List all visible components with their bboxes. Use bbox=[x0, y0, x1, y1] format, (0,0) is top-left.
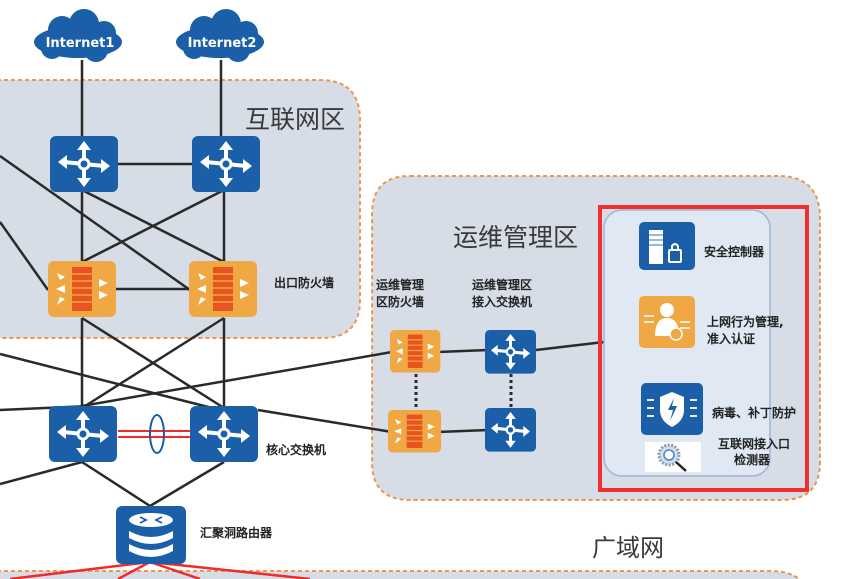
core-switch-label: 核心交换机 bbox=[266, 442, 326, 457]
link-offscreen-core2 bbox=[0, 352, 221, 412]
wan-links bbox=[9, 560, 311, 579]
behavior-management-icon bbox=[639, 296, 695, 348]
cloud-label: Internet1 bbox=[46, 36, 115, 51]
link-opsswitch1-panel bbox=[535, 340, 605, 352]
ops-access-switch-1[interactable] bbox=[483, 328, 538, 376]
standby-links bbox=[414, 374, 513, 410]
link-core1-opsfw1 bbox=[81, 350, 393, 408]
ops-access-switch-2[interactable] bbox=[483, 406, 538, 454]
link-opsfw2-opsswitch2 bbox=[437, 428, 489, 434]
highlight-box bbox=[598, 205, 809, 492]
antivirus-shield-icon bbox=[641, 383, 703, 435]
connection-lines bbox=[0, 60, 605, 508]
link-core2-aggr bbox=[149, 460, 225, 508]
core-switch-2[interactable] bbox=[188, 404, 260, 464]
behavior-management-label-line1: 上网行为管理, bbox=[707, 314, 784, 329]
ops-firewall-2[interactable] bbox=[387, 409, 442, 454]
cloud-icon bbox=[34, 9, 122, 62]
egress-firewall-1[interactable] bbox=[47, 260, 117, 318]
detector-icon bbox=[645, 442, 701, 472]
cloud-internet1[interactable]: Internet1 bbox=[34, 9, 122, 62]
ops-switch-label-line2: 接入交换机 bbox=[472, 294, 532, 309]
detector-label-line2: 检测器 bbox=[734, 452, 771, 467]
ops-zone-label: 运维管理区 bbox=[453, 223, 578, 252]
behavior-management-label-line2: 准入认证 bbox=[707, 331, 755, 346]
cloud-icon bbox=[176, 9, 264, 62]
wan-zone bbox=[0, 570, 801, 579]
detector-label-line1: 互联网接入口 bbox=[718, 436, 790, 451]
link-core2-opsfw2 bbox=[257, 408, 393, 434]
egress-firewall-2[interactable] bbox=[188, 260, 258, 318]
link-opsfw1-opsswitch1 bbox=[437, 348, 489, 354]
antivirus-label: 病毒、补丁防护 bbox=[712, 405, 796, 420]
security-controller-label: 安全控制器 bbox=[704, 244, 765, 259]
ops-firewall-label-line2: 区防火墙 bbox=[376, 294, 424, 309]
lag-bundle-icon bbox=[149, 414, 165, 454]
internet-access-detector[interactable]: 互联网接入口 检测器 bbox=[645, 436, 790, 472]
security-controller-icon bbox=[639, 222, 695, 270]
link-router2-fw1 bbox=[81, 188, 225, 264]
cloud-label: Internet2 bbox=[188, 36, 257, 51]
link-offscreen-fw2 bbox=[0, 154, 191, 292]
wan-zone-label: 广域网 bbox=[592, 534, 664, 562]
link-core1-aggr bbox=[81, 460, 151, 508]
link-offscreen-core1-low bbox=[0, 460, 83, 486]
egress-firewall-label: 出口防火墙 bbox=[274, 275, 334, 290]
ops-firewall-1[interactable] bbox=[389, 329, 441, 374]
behavior-management[interactable]: 上网行为管理, 准入认证 bbox=[639, 296, 784, 348]
link-offscreen-fw1 bbox=[0, 221, 50, 291]
core-lag-link bbox=[118, 414, 192, 454]
ops-switch-label-line1: 运维管理区 bbox=[472, 277, 532, 292]
link-fw2-core1 bbox=[81, 316, 225, 410]
cloud-internet2[interactable]: Internet2 bbox=[176, 9, 264, 62]
aggregation-router[interactable] bbox=[116, 506, 186, 564]
antivirus-protection[interactable]: 病毒、补丁防护 bbox=[641, 383, 796, 435]
router-2[interactable] bbox=[190, 134, 262, 194]
internet-zone-label: 互联网区 bbox=[245, 105, 345, 134]
ops-firewall-label-line1: 运维管理 bbox=[376, 277, 424, 292]
aggregation-router-label: 汇聚洞路由器 bbox=[200, 525, 273, 540]
core-switch-1[interactable] bbox=[47, 404, 119, 464]
router-1[interactable] bbox=[48, 134, 120, 194]
security-controller[interactable]: 安全控制器 bbox=[639, 222, 765, 270]
